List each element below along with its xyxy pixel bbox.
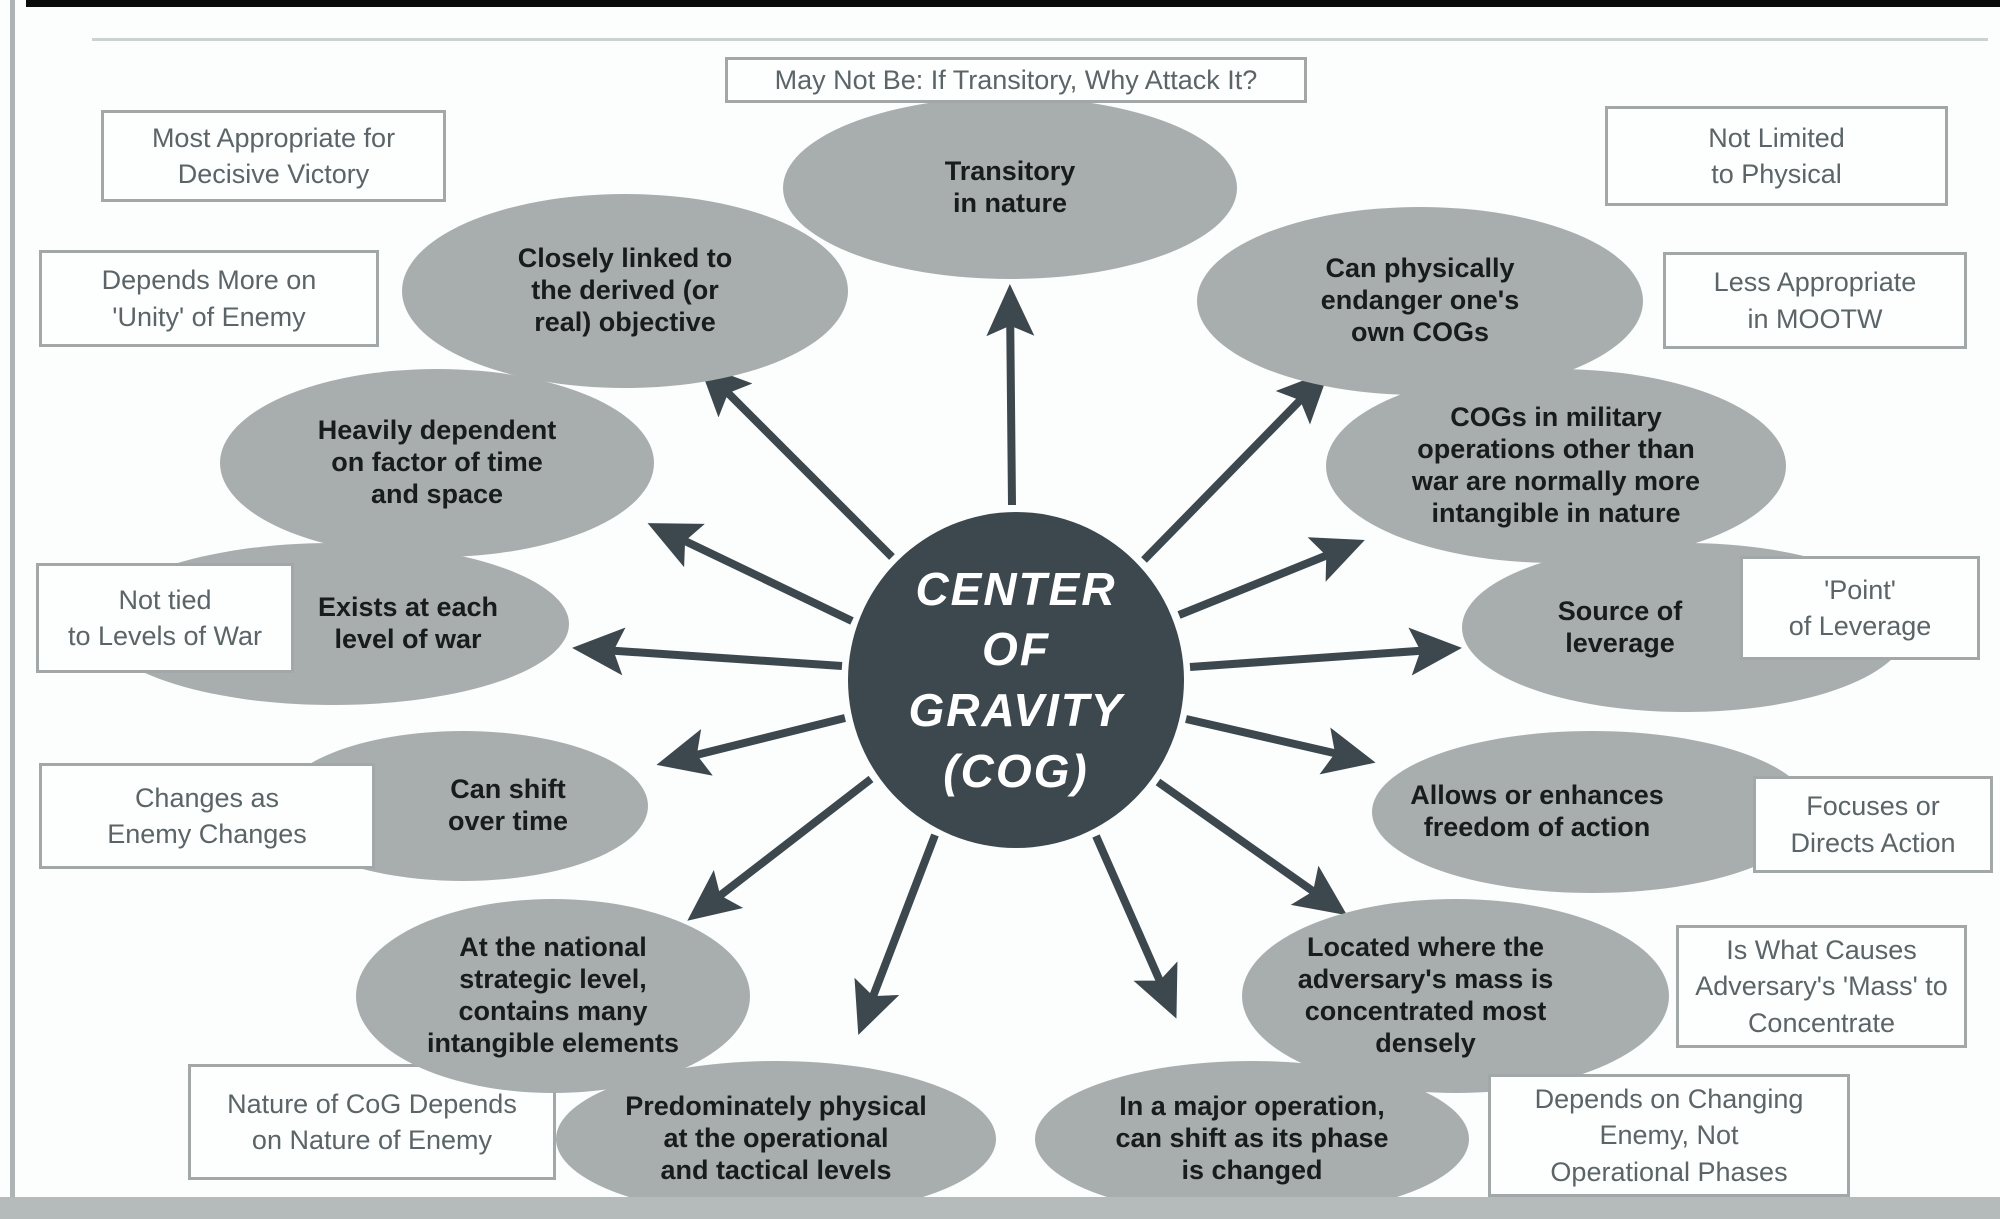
ellipse-can-physically: Can physically endanger one's own COGs [1197,207,1643,395]
ellipse-allows-enhances-label: Allows or enhances freedom of action [1410,780,1664,842]
top-black-bar [26,0,2000,7]
arrow-to-closely-linked [698,363,895,560]
box-depends-changing: Depends on Changing Enemy, Not Operation… [1488,1074,1850,1197]
hub-line-2: OF [982,623,1050,676]
ellipse-can-physically-label: Can physically endanger one's own COGs [1320,253,1520,347]
box-changes-as: Changes as Enemy Changes [39,763,375,869]
arrow-to-located-where [1155,778,1348,916]
hub-line-3: GRAVITY [908,684,1124,736]
ellipse-transitory-label: Transitory in nature [944,156,1076,218]
arrow-to-allows-enhances [1185,715,1376,775]
ellipse-heavily-dependent-label: Heavily dependent on factor of time and … [317,415,557,509]
ellipse-source-leverage-label: Source of leverage [1557,595,1683,658]
box-changes-as-label: Changes as Enemy Changes [107,782,307,849]
box-nature-of-cog-label: Nature of CoG Depends on Nature of Enemy [227,1088,517,1155]
box-not-tied-label: Not tied to Levels of War [67,584,263,651]
arrow-to-can-shift [656,714,846,776]
arrow-to-cogs-mootw [1177,537,1365,619]
arrow-to-exists-level [572,627,843,676]
arrow-to-can-physically [1141,370,1330,563]
box-less-appropriate: Less Appropriate in MOOTW [1663,252,1967,349]
arrow-to-predominately [854,833,939,1035]
box-is-what-causes: Is What Causes Adversary's 'Mass' to Con… [1676,925,1967,1048]
ellipse-cogs-mootw: COGs in military operations other than w… [1326,369,1786,563]
ellipse-at-national: At the national strategic level, contain… [356,899,750,1093]
arrow-to-heavily-dependent [647,523,854,625]
box-focuses-directs-label: Focuses or Directs Action [1790,791,1956,858]
hub-line-1: CENTER [915,562,1117,615]
box-is-what-causes-label: Is What Causes Adversary's 'Mass' to Con… [1695,934,1948,1038]
arrow-to-in-a-major [1092,834,1178,1019]
bottom-gray-band [0,1197,2000,1219]
box-focuses-directs: Focuses or Directs Action [1753,776,1993,873]
ellipse-closely-linked: Closely linked to the derived (or real) … [402,194,848,388]
arrow-to-transitory [986,284,1035,506]
ellipse-allows-enhances: Allows or enhances freedom of action [1372,731,1812,893]
ellipse-located-where: Located where the adversary's mass is co… [1242,899,1669,1093]
box-point-of-leverage: 'Point' of Leverage [1740,556,1980,660]
box-most-appropriate: Most Appropriate for Decisive Victory [101,110,446,202]
ellipse-predominately-label: Predominately physical at the operationa… [625,1091,927,1185]
frame-top-line [92,38,1988,41]
ellipse-exists-level-label: Exists at each level of war [317,592,499,654]
ellipse-transitory: Transitory in nature [783,97,1237,279]
ellipse-in-a-major-label: In a major operation, can shift as its p… [1115,1091,1389,1185]
arrow-to-source-leverage [1189,627,1462,676]
box-may-not-be-label: May Not Be: If Transitory, Why Attack It… [774,64,1258,95]
hub-line-4: (COG) [943,744,1089,797]
box-point-of-leverage-label: 'Point' of Leverage [1788,574,1932,641]
arrow-to-at-national [687,775,874,921]
box-not-limited: Not Limited to Physical [1605,106,1948,206]
box-not-tied: Not tied to Levels of War [36,563,294,673]
box-depends-more: Depends More on 'Unity' of Enemy [39,250,379,347]
ellipse-cogs-mootw-label: COGs in military operations other than w… [1411,402,1701,528]
box-less-appropriate-label: Less Appropriate in MOOTW [1713,267,1917,334]
box-depends-more-label: Depends More on 'Unity' of Enemy [101,265,317,332]
ellipse-closely-linked-label: Closely linked to the derived (or real) … [517,243,733,337]
left-edge-line [10,0,15,1202]
ellipse-predominately: Predominately physical at the operationa… [556,1061,996,1217]
ellipse-at-national-label: At the national strategic level, contain… [426,932,680,1058]
ellipse-can-shift-label: Can shift over time [447,774,569,836]
box-most-appropriate-label: Most Appropriate for Decisive Victory [151,122,396,189]
box-depends-changing-label: Depends on Changing Enemy, Not Operation… [1534,1083,1804,1187]
ellipse-heavily-dependent: Heavily dependent on factor of time and … [220,369,654,557]
center-of-gravity-hub: CENTER OF GRAVITY (COG) [848,512,1184,848]
ellipse-in-a-major: In a major operation, can shift as its p… [1035,1061,1469,1217]
ellipse-located-where-label: Located where the adversary's mass is co… [1297,932,1554,1058]
box-not-limited-label: Not Limited to Physical [1708,122,1845,189]
box-may-not-be: May Not Be: If Transitory, Why Attack It… [725,57,1307,103]
